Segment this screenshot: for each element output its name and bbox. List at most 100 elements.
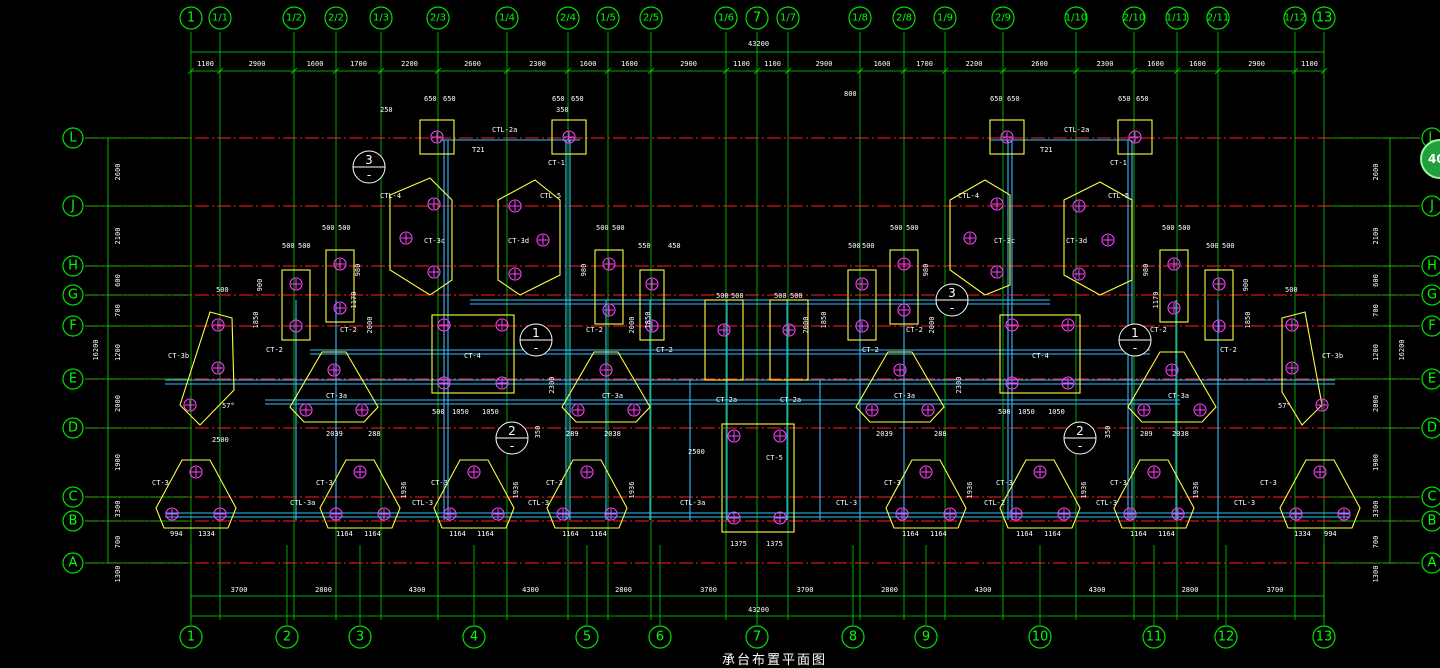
- cap-label-29: CT-3: [1110, 479, 1127, 487]
- cap-ct2-7: [1204, 269, 1234, 341]
- axis-bubble-left-label-E: E: [69, 372, 77, 387]
- axis-bubble-right-label-C: C: [1427, 490, 1436, 505]
- pile-ring-35: [495, 318, 509, 332]
- cap-label-16: CT-4: [464, 352, 481, 360]
- cap-dim-33: 1164: [477, 530, 494, 538]
- axis-bubble-top-ring-1: [208, 6, 232, 30]
- axis-bubble-top-ring-15: [933, 6, 957, 30]
- cap-label-9: CT-2: [656, 346, 673, 354]
- pile-3: [1128, 130, 1142, 144]
- pile-ring-2: [1000, 130, 1014, 144]
- cap-label-26: CT-3: [546, 479, 563, 487]
- axis-bubble-bottom-label-4: 5: [583, 630, 591, 645]
- axis-bubble-left-label-D: D: [68, 421, 78, 436]
- right-row-dim-4: 1200: [1372, 344, 1380, 361]
- pile-ring-82: [211, 318, 225, 332]
- pile-ring-6: [427, 265, 441, 279]
- cap-label-33: CTL-2a: [492, 126, 517, 134]
- pile-34: [437, 318, 451, 332]
- cap-dim-37: 1164: [930, 530, 947, 538]
- cap-dim-56: 289: [1140, 430, 1153, 438]
- pile-47: [299, 403, 313, 417]
- pile-79: [1313, 465, 1327, 479]
- pile-17: [289, 319, 303, 333]
- pile-48: [355, 403, 369, 417]
- cap-dim-29: 500: [790, 292, 803, 300]
- pile-38: [1005, 318, 1019, 332]
- section-mark-label-2: 2: [508, 424, 516, 438]
- axis-bubble-top-label-7: 2/4: [560, 13, 576, 24]
- pile-73: [1033, 465, 1047, 479]
- axis-bubble-bottom-label-5: 6: [656, 630, 664, 645]
- axis-bubble-top-ring-13: [848, 6, 872, 30]
- cap-dim-35: 1164: [590, 530, 607, 538]
- axis-bubble-bottom-10: 11: [1142, 625, 1166, 649]
- cap-dim-46: 1375: [730, 540, 747, 548]
- pile-67: [580, 465, 594, 479]
- zoom-badge[interactable]: 40: [1420, 139, 1440, 179]
- axis-bubble-top-label-14: 2/8: [896, 13, 912, 24]
- axis-bubble-left-label-J: J: [70, 199, 75, 214]
- axis-bubble-top-label-8: 1/5: [600, 13, 616, 24]
- axis-bubble-top-label-1: 1/1: [212, 13, 228, 24]
- pile-85: [1285, 318, 1299, 332]
- pile-ring-65: [443, 507, 457, 521]
- pile-16: [289, 277, 303, 291]
- pile-ring-39: [1061, 318, 1075, 332]
- cap-dim-51: 288: [368, 430, 381, 438]
- axis-bubble-bottom-0: 1: [179, 625, 203, 649]
- cap-dim-54: 2039: [876, 430, 893, 438]
- pile-ring-79: [1313, 465, 1327, 479]
- axis-bubble-bottom-label-6: 7: [753, 630, 761, 645]
- cap-vdim-0: 1936: [400, 482, 408, 499]
- cap-ct4-1: [999, 314, 1081, 394]
- cap-ct3b-right: [1281, 311, 1323, 426]
- pile-ring-5: [399, 231, 413, 245]
- cap-label-25: CT-3: [431, 479, 448, 487]
- pile-63: [377, 507, 391, 521]
- pile-ring-26: [897, 257, 911, 271]
- axis-bubble-top-label-18: 2/10: [1123, 13, 1145, 24]
- axis-bubble-top-21: 1/12: [1283, 6, 1307, 30]
- cap-dim-30: 1164: [336, 530, 353, 538]
- left-row-dim-3: 700: [114, 304, 122, 317]
- cap-vdim-24: 350: [534, 426, 542, 439]
- cap-ct4-0: [431, 314, 515, 394]
- top-tick-4: [377, 67, 385, 75]
- cap-label-28: CT-3: [996, 479, 1013, 487]
- top-dim-1: 2900: [249, 60, 266, 68]
- pile-ring-8: [536, 233, 550, 247]
- cap-ct3a-2: [855, 351, 945, 423]
- cap-ct5: [721, 423, 795, 533]
- pile-ring-18: [333, 257, 347, 271]
- pile-ring-81: [1337, 507, 1351, 521]
- axis-bubble-top-1: 1/1: [208, 6, 232, 30]
- pile-60: [213, 507, 227, 521]
- cap-label-1: CT-1: [1110, 159, 1127, 167]
- pile-ring-9: [508, 267, 522, 281]
- pile-ring-61: [353, 465, 367, 479]
- axis-bubble-bottom-label-12: 13: [1316, 630, 1333, 645]
- top-tick-12: [784, 67, 792, 75]
- cap-label-38: CTL-5: [540, 192, 561, 200]
- pile-ring-50: [571, 403, 585, 417]
- pile-56: [1137, 403, 1151, 417]
- pile-10: [990, 197, 1004, 211]
- cap-ct3c-left: [389, 177, 453, 296]
- top-dim-9: 2900: [680, 60, 697, 68]
- cap-dim-6: 650: [1118, 95, 1131, 103]
- axis-bubble-bottom-1: 2: [275, 625, 299, 649]
- pile-ring-11: [963, 231, 977, 245]
- pile-ring-28: [1167, 257, 1181, 271]
- axis-bubble-top-ring-21: [1283, 6, 1307, 30]
- pile-6: [427, 265, 441, 279]
- axis-bubble-right-label-D: D: [1427, 421, 1437, 436]
- top-tick-3: [332, 67, 340, 75]
- pile-41: [1061, 376, 1075, 390]
- cap-dim-67: 57°: [222, 402, 235, 410]
- axis-bubble-top-15: 1/9: [933, 6, 957, 30]
- axis-bubble-bottom-11: 12: [1214, 625, 1238, 649]
- pile-ring-44: [727, 511, 741, 525]
- section-mark-label-1: 1: [532, 326, 540, 340]
